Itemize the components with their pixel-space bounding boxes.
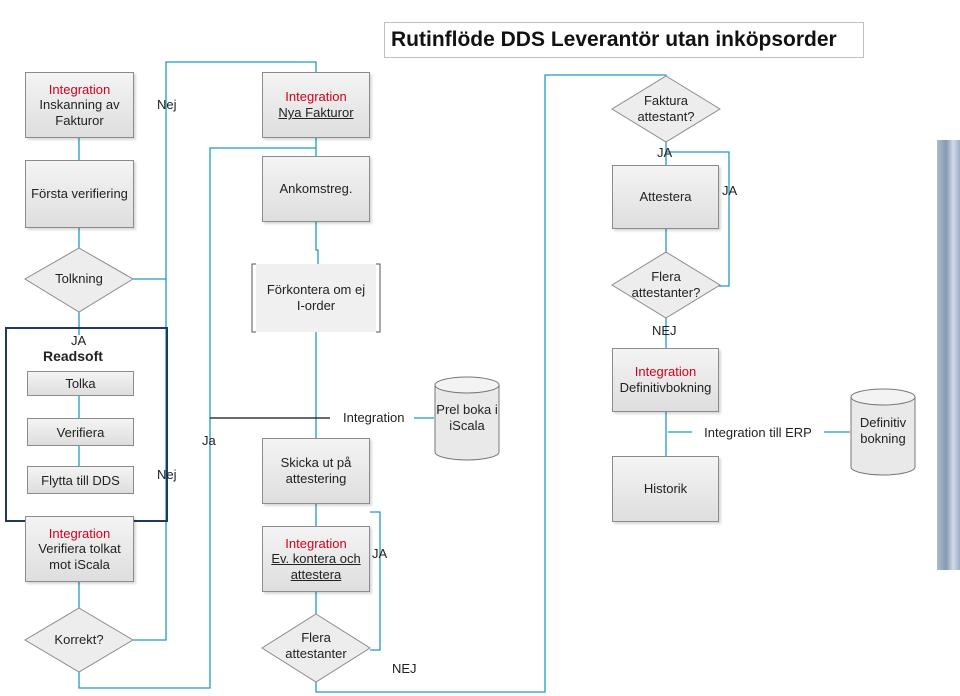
definitivbokning-box: Integration Definitivbokning: [612, 348, 719, 412]
integration-tag: Integration: [48, 81, 111, 97]
forkontera-box: Förkontera om ej I-order: [256, 264, 376, 332]
definitiv-bokning-label: Definitiv bokning: [852, 411, 914, 451]
nej-label-bottom: Nej: [157, 467, 177, 482]
historik-box: Historik: [612, 456, 719, 522]
tolkning-text: Tolkning: [55, 271, 103, 287]
prel-boka-label: Prel boka i iScala: [436, 398, 498, 438]
definitiv-bokning-text: Definitiv bokning: [859, 415, 907, 446]
diagram-title: Rutinflöde DDS Leverantör utan inköpsord…: [384, 22, 864, 58]
tolka-label: Tolka: [65, 376, 96, 391]
prel-boka-text: Prel boka i iScala: [436, 402, 498, 433]
ja-label-col2: JA: [372, 546, 388, 561]
background-image-edge: [937, 140, 960, 570]
integration-tag: Integration: [634, 364, 697, 380]
historik-label: Historik: [643, 481, 688, 497]
integration-tag: Integration: [285, 89, 347, 105]
attestera-box: Attestera: [612, 165, 719, 229]
integration-erp-label: Integration till ERP: [692, 416, 824, 450]
verifiera-tolkat-label: Verifiera tolkat mot iScala: [38, 541, 121, 572]
title-text: Rutinflöde DDS Leverantör utan inköpsord…: [391, 28, 837, 51]
readsoft-title: Readsoft: [43, 348, 103, 364]
ja-label-col1: JA: [71, 333, 87, 348]
nej-label-col2: NEJ: [392, 661, 417, 676]
ja-label-col3-side: JA: [722, 183, 738, 198]
flytta-box: Flytta till DDS: [27, 466, 134, 494]
nya-fakturor-label: Nya Fakturor: [278, 105, 354, 120]
nya-fakturor-box: Integration Nya Fakturor: [262, 72, 370, 138]
integration-tag: Integration: [48, 525, 111, 541]
flera-attestanter-text-col3: Flera attestanter?: [631, 269, 701, 300]
flytta-label: Flytta till DDS: [41, 472, 120, 488]
forsta-verifiering-box: Första verifiering: [25, 160, 134, 228]
forkontera-label: Förkontera om ej I-order: [266, 282, 366, 313]
integration-label: Integration: [343, 410, 405, 425]
definitivbokning-label: Definitivbokning: [619, 380, 712, 395]
nej-label-col3: NEJ: [652, 323, 677, 338]
korrekt-diamond: [24, 607, 134, 673]
korrekt-text: Korrekt?: [54, 632, 104, 648]
inskanning-label: Inskanning av Fakturor: [39, 97, 120, 128]
flera-attestanter-label-col2: Flera attestanter: [272, 628, 360, 664]
flera-attestanter-text-col2: Flera attestanter: [285, 630, 347, 661]
tolkning-label: Tolkning: [39, 270, 119, 288]
skicka-ut-box: Skicka ut på attestering: [262, 438, 370, 504]
verifiera-tolkat-box: Integration Verifiera tolkat mot iScala: [25, 516, 134, 582]
integration-erp-text: Integration till ERP: [704, 425, 812, 441]
ev-kontera-box: Integration Ev. kontera och attestera: [262, 526, 370, 592]
ja-loop-label: Ja: [202, 433, 216, 448]
integration-tag: Integration: [285, 535, 347, 551]
flera-attestanter-label-col3: Flera attestanter?: [622, 267, 710, 303]
tolka-box: Tolka: [27, 371, 134, 396]
faktura-attestant-diamond: [611, 75, 721, 143]
ankomstreg-box: Ankomstreg.: [262, 156, 370, 222]
inskanning-box: Integration Inskanning av Fakturor: [25, 72, 134, 138]
definitiv-bokning-cylinder: [850, 388, 916, 476]
faktura-attestant-text: Faktura attestant?: [637, 93, 695, 124]
korrekt-label: Korrekt?: [39, 631, 119, 649]
verifiera-label: Verifiera: [56, 424, 105, 440]
ankomstreg-label: Ankomstreg.: [279, 181, 353, 197]
attestera-label: Attestera: [639, 189, 692, 205]
flera-attestanter-diamond-col2: [261, 613, 371, 683]
skicka-ut-label: Skicka ut på attestering: [280, 455, 352, 486]
tolkning-diamond: [24, 247, 134, 313]
forsta-verifiering-label: Första verifiering: [31, 186, 128, 202]
verifiera-box: Verifiera: [27, 418, 134, 446]
ja-label-col3-top: JA: [657, 145, 673, 160]
prel-boka-cylinder: [434, 376, 500, 461]
flera-attestanter-diamond-col3: [611, 251, 721, 319]
ev-kontera-label: Ev. kontera och attestera: [271, 551, 361, 582]
nej-label-top: Nej: [157, 97, 177, 112]
faktura-attestant-label: Faktura attestant?: [622, 91, 710, 127]
